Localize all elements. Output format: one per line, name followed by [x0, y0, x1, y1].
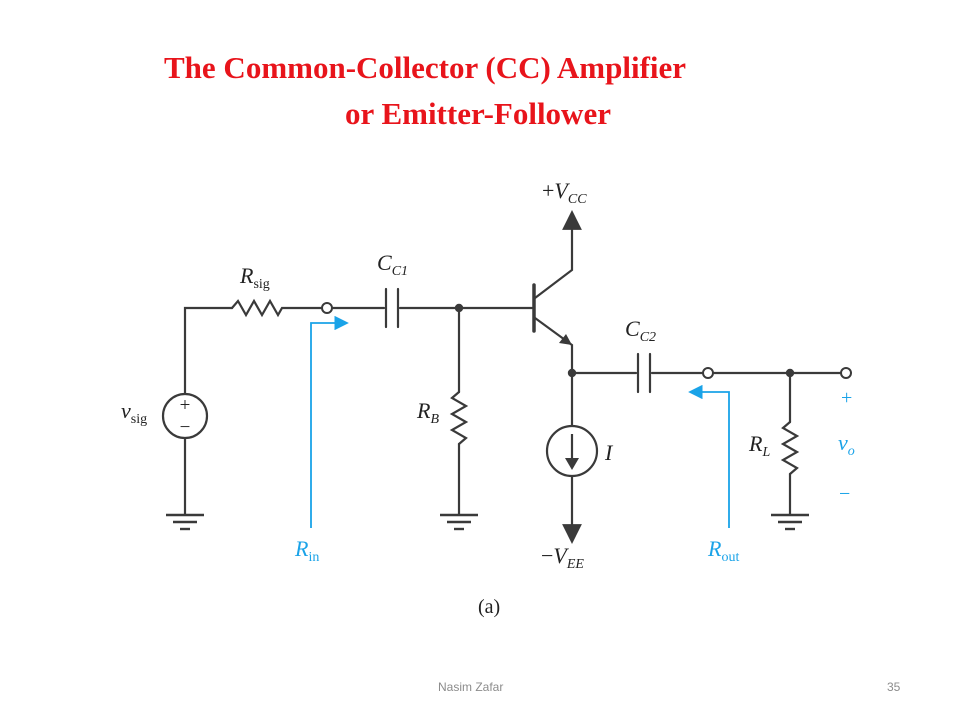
- source-plus-sign: +: [180, 395, 191, 416]
- current-source-i: [545, 424, 599, 478]
- junction-base: [454, 303, 464, 313]
- wire-source-top: [183, 306, 234, 397]
- junction-emitter: [567, 368, 577, 378]
- rout-label: Rout: [707, 536, 739, 565]
- vo-minus-sign: −: [839, 483, 850, 505]
- wires: [183, 222, 843, 532]
- ground-icon: [166, 513, 204, 531]
- terminal-input: [321, 302, 333, 314]
- ground-icon: [440, 513, 478, 531]
- vo-plus-sign: +: [841, 387, 852, 409]
- source-minus-sign: −: [180, 417, 191, 438]
- rb-label: RB: [416, 398, 439, 427]
- vcc-label: +VCC: [542, 178, 587, 207]
- cc1-label: CC1: [377, 250, 408, 279]
- voltage-source-vsig: + −: [161, 392, 209, 440]
- ground-symbols: [166, 513, 809, 531]
- rin-arrow: [310, 315, 349, 528]
- terminal-vo: [840, 367, 852, 379]
- vee-label: −VEE: [541, 543, 584, 572]
- resistor-rl: [780, 420, 800, 476]
- rin-label: Rin: [294, 536, 319, 565]
- impedance-arrows: [310, 315, 730, 528]
- page-number: 35: [887, 680, 901, 694]
- figure-caption: (a): [478, 596, 500, 618]
- slide-title-line-1: The Common-Collector (CC) Amplifier: [164, 50, 687, 85]
- rl-label: RL: [748, 431, 770, 460]
- footer-author: Nasim Zafar: [438, 680, 504, 694]
- terminal-output-node: [702, 367, 714, 379]
- junction-load: [785, 368, 795, 378]
- slide-title-line-2: or Emitter-Follower: [345, 96, 611, 131]
- vo-label: vo: [838, 430, 855, 459]
- cc2-label: CC2: [625, 316, 656, 345]
- bjt-emitter: [533, 316, 574, 374]
- resistor-rsig: [230, 298, 324, 318]
- vsig-label: vsig: [121, 398, 147, 427]
- resistor-rb: [449, 390, 469, 446]
- ground-icon: [771, 513, 809, 531]
- bjt-collector: [533, 222, 574, 300]
- rsig-label: Rsig: [239, 263, 270, 292]
- rout-arrow: [688, 384, 730, 528]
- bjt-emitter-arrow: [559, 334, 572, 345]
- current-source-label: I: [604, 440, 614, 465]
